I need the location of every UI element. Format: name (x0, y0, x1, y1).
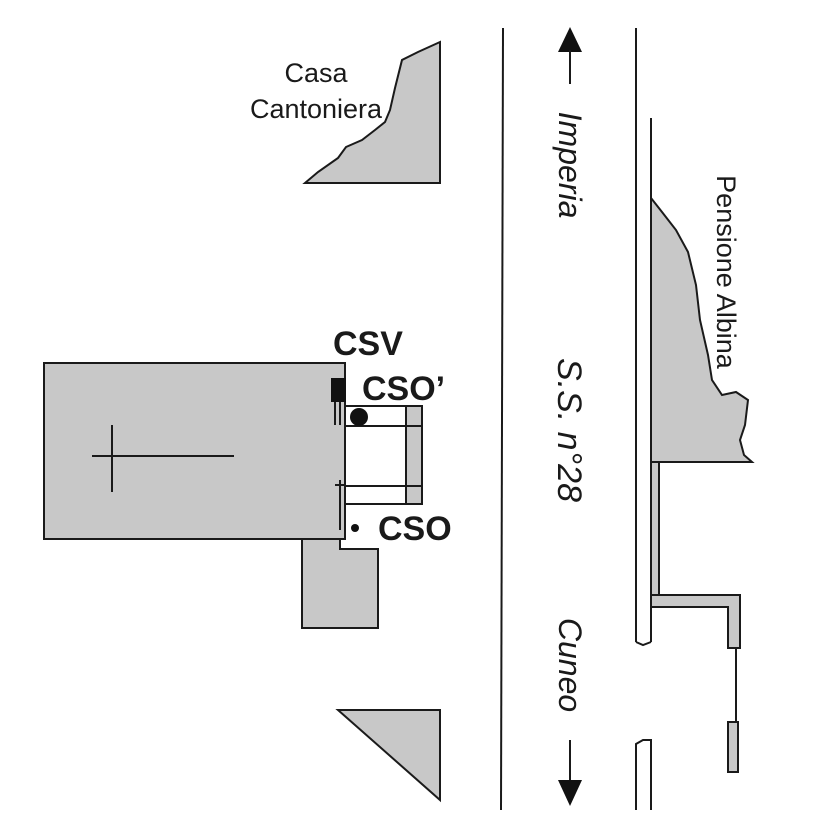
church-annex (301, 538, 379, 629)
casa-label-line2: Cantoniera (250, 94, 383, 124)
cso-prime-label: CSO’ (362, 370, 445, 408)
church-building (43, 362, 346, 540)
pensione-albina-building (650, 195, 755, 463)
cso-prime-dot-icon (350, 408, 368, 426)
cross-icon (92, 425, 234, 492)
arrow-down-icon (558, 740, 582, 806)
imperia-label: Imperia (552, 112, 588, 219)
bottom-building (335, 709, 441, 803)
casa-cantoniera-building (302, 40, 441, 184)
lower-right-structure (650, 461, 741, 773)
cso-label: CSO (378, 510, 452, 548)
pensione-label: Pensione Albina (711, 175, 741, 370)
sidewalk-segment-bottom (635, 739, 652, 810)
road-name-label: S.S. n°28 (550, 358, 588, 502)
road-left-edge (500, 27, 504, 811)
cso-dot-icon (351, 524, 359, 532)
cuneo-label: Cuneo (552, 618, 588, 712)
sidewalk-end-top (635, 641, 652, 647)
arrow-up-icon (558, 27, 582, 84)
csv-label: CSV (333, 325, 403, 363)
church-porch (334, 394, 423, 530)
csv-marker-icon (331, 378, 346, 402)
casa-label-line1: Casa (284, 58, 348, 88)
